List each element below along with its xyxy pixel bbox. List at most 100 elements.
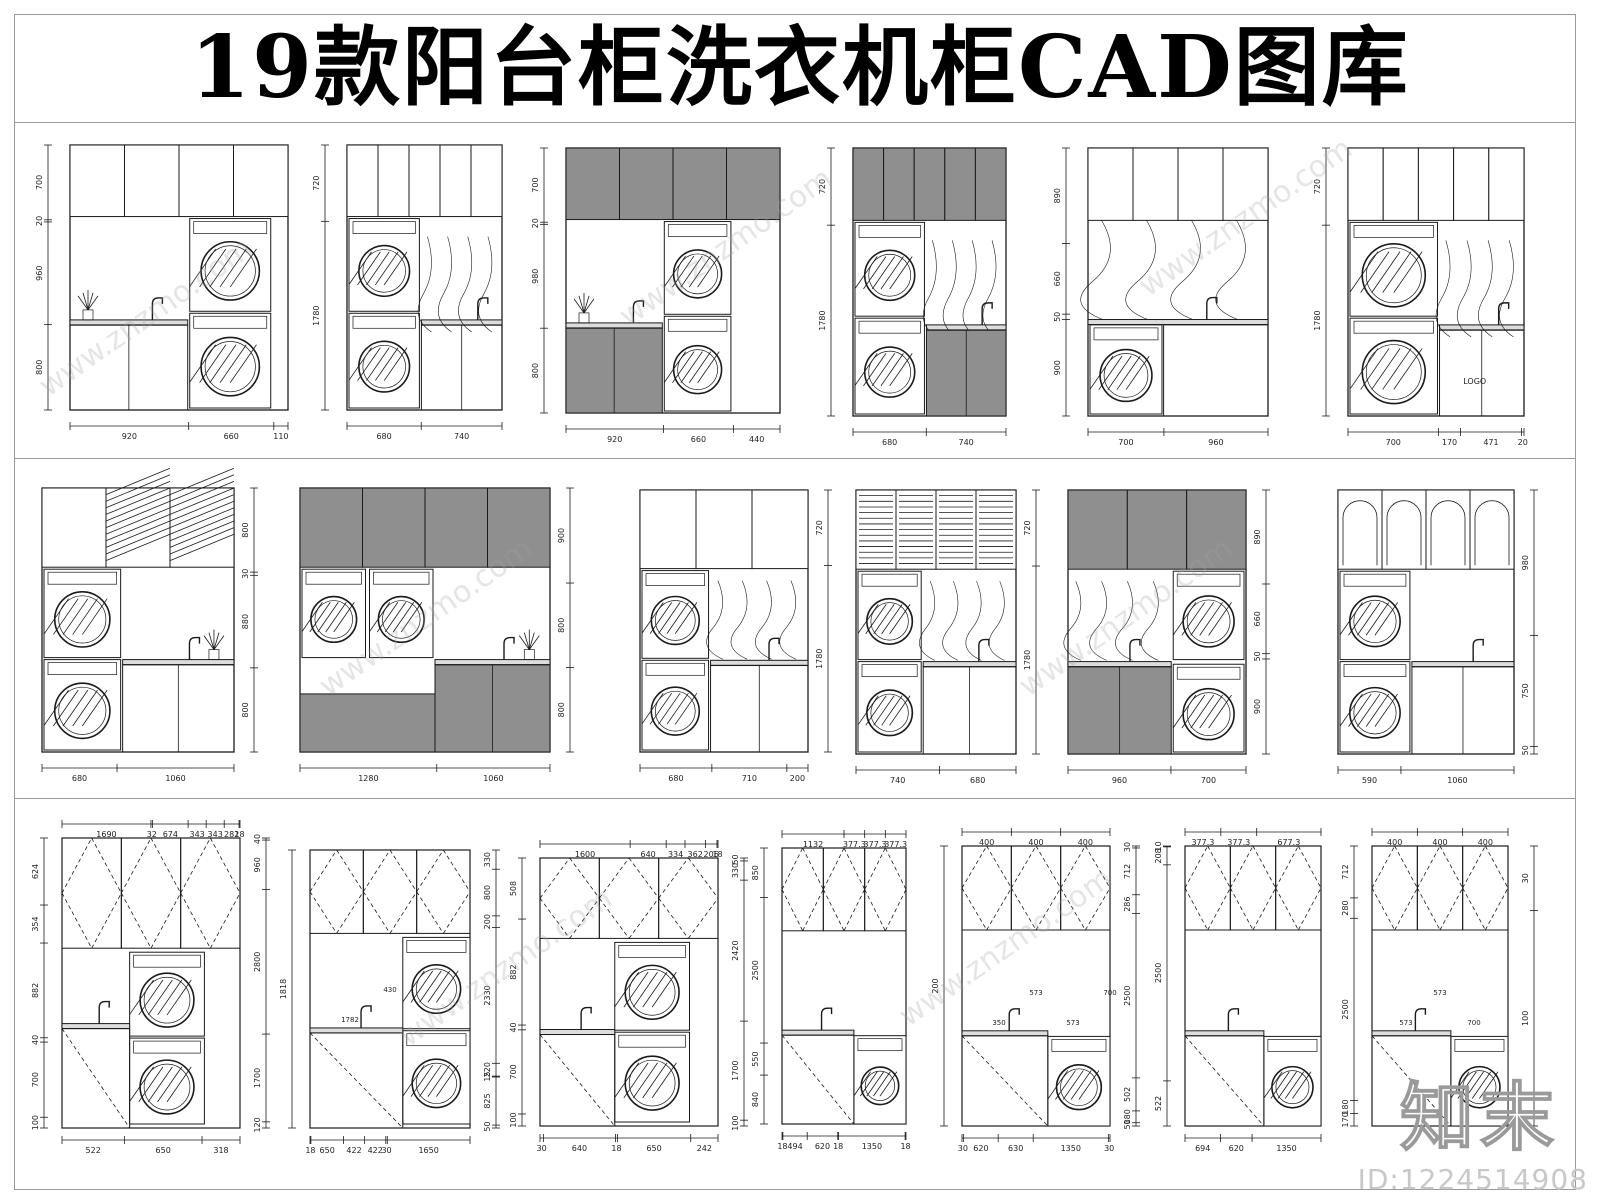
door-swing-line	[599, 897, 630, 939]
washer-door-ring	[415, 1062, 457, 1104]
row-divider-1	[14, 458, 1576, 459]
washer-control-panel	[1353, 320, 1434, 334]
washer-glass-hatch	[199, 344, 227, 383]
dimension-bottom-label: 18	[611, 1144, 621, 1153]
door-swing-line	[336, 891, 364, 934]
door-swing-line	[61, 837, 93, 894]
upper-cabinet-door	[883, 147, 915, 221]
marble-vein	[919, 581, 936, 661]
washer-glass-hatch	[658, 692, 681, 725]
door-swing-line	[1371, 845, 1396, 889]
dimension-inner-label: 573	[1066, 1019, 1079, 1027]
washer-glass-hatch	[1339, 602, 1363, 636]
dimension-width-label: 1060	[483, 774, 503, 783]
plant-leaf-icon	[213, 635, 225, 650]
door-swing-line	[180, 837, 211, 894]
upper-cabinet-door	[1067, 489, 1128, 570]
door-swing-line	[309, 849, 338, 892]
faucet-icon	[503, 636, 515, 660]
washer-control-panel	[667, 224, 728, 237]
door-swing-line	[658, 857, 689, 899]
dimension-top-label: 377.3	[1227, 838, 1250, 847]
washer-glass-hatch	[649, 692, 673, 725]
door-swing-line	[91, 837, 122, 894]
upper-cabinet-door	[1488, 147, 1525, 221]
washer-glass-hatch	[1199, 602, 1223, 636]
door-swing-line	[961, 887, 988, 931]
washer-glass-hatch	[325, 602, 347, 633]
dimension-height-label: 720	[818, 179, 827, 194]
dimension-top-label: 640	[641, 850, 656, 859]
dimension-right-label: 825	[483, 1093, 492, 1108]
faucet-icon	[188, 636, 201, 660]
dimension-bottom-label: 18	[305, 1146, 315, 1155]
washer-control-panel	[1176, 573, 1241, 587]
washer-glass-hatch	[1464, 1071, 1484, 1099]
washer-door-ring	[677, 253, 718, 295]
dimension-bottom-label: 522	[86, 1146, 101, 1155]
dimension-width-label: 740	[890, 776, 905, 785]
countertop	[309, 1027, 404, 1034]
washer-door-ring	[382, 600, 421, 639]
washer-control-panel	[352, 221, 416, 234]
washer-drum	[1271, 1065, 1314, 1109]
faucet-icon	[981, 302, 993, 325]
dimension-width-label: 700	[1118, 438, 1133, 447]
upper-cabinet-door	[408, 144, 441, 218]
door-swing-line	[180, 892, 211, 949]
upper-cabinet-door	[346, 144, 379, 218]
upper-cabinet-door	[233, 144, 289, 218]
washer-glass-hatch	[392, 602, 415, 633]
washer-glass-hatch	[853, 1071, 871, 1097]
washer-glass-hatch	[427, 1064, 451, 1097]
dimension-top-label: 343	[208, 830, 223, 839]
washer-control-panel	[861, 664, 918, 677]
washer-glass-hatch	[873, 695, 895, 726]
washer-glass-hatch	[138, 1066, 164, 1103]
lattice-line	[105, 507, 171, 535]
dimension-bottom-label: 18	[777, 1142, 787, 1151]
dimension-height-label: 890	[1253, 529, 1262, 544]
dimension-height-label: 750	[1521, 683, 1530, 698]
door-swing-line	[1010, 887, 1037, 931]
washer-control-panel	[858, 225, 921, 238]
washer-glass-hatch	[366, 251, 390, 286]
washer-door-ring	[1365, 247, 1422, 304]
base-cabinet-door	[961, 1035, 1049, 1127]
dimension-height-label: 20	[35, 216, 44, 226]
washer-glass-hatch	[317, 602, 339, 633]
door-swing-line	[781, 889, 804, 931]
door-swing-line	[1484, 887, 1509, 931]
washer-drum	[860, 1066, 900, 1106]
washer-glass-hatch	[1270, 1071, 1290, 1099]
washer-glass-hatch	[383, 251, 408, 286]
washer-glass-hatch	[348, 251, 372, 286]
dimension-height-label: 980	[531, 269, 540, 284]
washer-door-ring	[628, 1059, 676, 1107]
washer-control-panel	[667, 318, 728, 332]
door-swing-line	[309, 1032, 404, 1129]
upper-cabinet-door	[852, 147, 885, 221]
washer-glass-hatch	[1393, 348, 1423, 390]
marble-vein	[1115, 581, 1133, 661]
marble-vein	[1456, 240, 1472, 338]
washer-control-panel	[47, 571, 117, 585]
marble-vein	[1499, 240, 1514, 338]
dimension-width-label: 660	[224, 432, 239, 441]
door-swing-line	[1252, 845, 1277, 889]
dimension-top-label: 343	[189, 830, 204, 839]
upper-cabinet-door	[439, 144, 472, 218]
washer-glass-hatch	[147, 1066, 173, 1103]
dimension-top-label: 1690	[96, 830, 116, 839]
countertop	[922, 661, 1017, 668]
washer-glass-hatch	[1374, 602, 1398, 636]
washer-glass-hatch	[419, 970, 442, 1003]
door-swing-line	[1207, 887, 1231, 931]
washer-glass-hatch	[1277, 1071, 1297, 1099]
washer-glass-hatch	[1172, 694, 1197, 729]
dimension-top-label: 206	[704, 850, 719, 859]
door-swing-line	[91, 892, 122, 949]
dimension-height-label: 960	[35, 266, 44, 281]
washer-glass-hatch	[1382, 251, 1412, 293]
washer-glass-hatch	[880, 256, 904, 290]
